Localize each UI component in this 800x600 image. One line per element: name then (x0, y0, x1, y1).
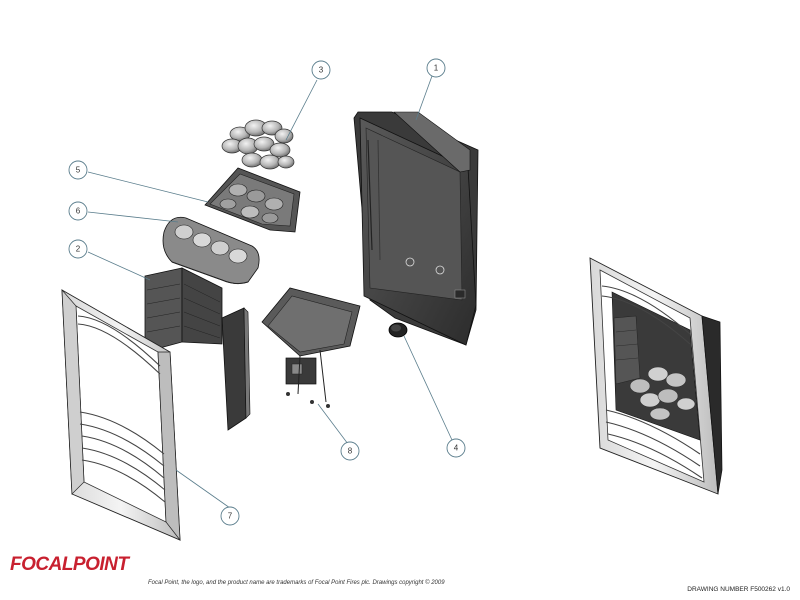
callout-2: 2 (68, 239, 88, 259)
control-knob-icon (388, 322, 408, 338)
copyright-notice: Focal Point, the logo, and the product n… (148, 580, 445, 586)
callout-4-label: 4 (454, 444, 459, 453)
pebbles-icon (221, 119, 295, 170)
fuel-bed-icon (204, 167, 301, 233)
callout-5: 5 (68, 160, 88, 180)
callout-7-label: 7 (228, 512, 233, 521)
callout-4: 4 (446, 438, 466, 458)
brick-liner-icon (144, 267, 251, 431)
callout-8: 8 (340, 441, 360, 461)
callout-6: 6 (68, 201, 88, 221)
burner-icon (261, 287, 361, 408)
log-front-icon (162, 216, 260, 285)
callout-8-label: 8 (348, 447, 353, 456)
callout-2-label: 2 (76, 245, 81, 254)
callout-3: 3 (311, 60, 331, 80)
assembled-fire-icon (589, 257, 723, 495)
drawing-number: DRAWING NUMBER F500262 v1.0 (687, 586, 790, 593)
callout-6-label: 6 (76, 207, 81, 216)
callout-3-label: 3 (319, 66, 324, 75)
callout-7: 7 (220, 506, 240, 526)
focalpoint-logo: FOCALPOINT (10, 554, 129, 575)
callout-5-label: 5 (76, 166, 81, 175)
callout-1-label: 1 (434, 64, 439, 73)
firebox-icon (353, 111, 479, 346)
callout-1: 1 (426, 58, 446, 78)
callout-leaders (87, 75, 453, 509)
fascia-frame-icon (61, 289, 181, 542)
